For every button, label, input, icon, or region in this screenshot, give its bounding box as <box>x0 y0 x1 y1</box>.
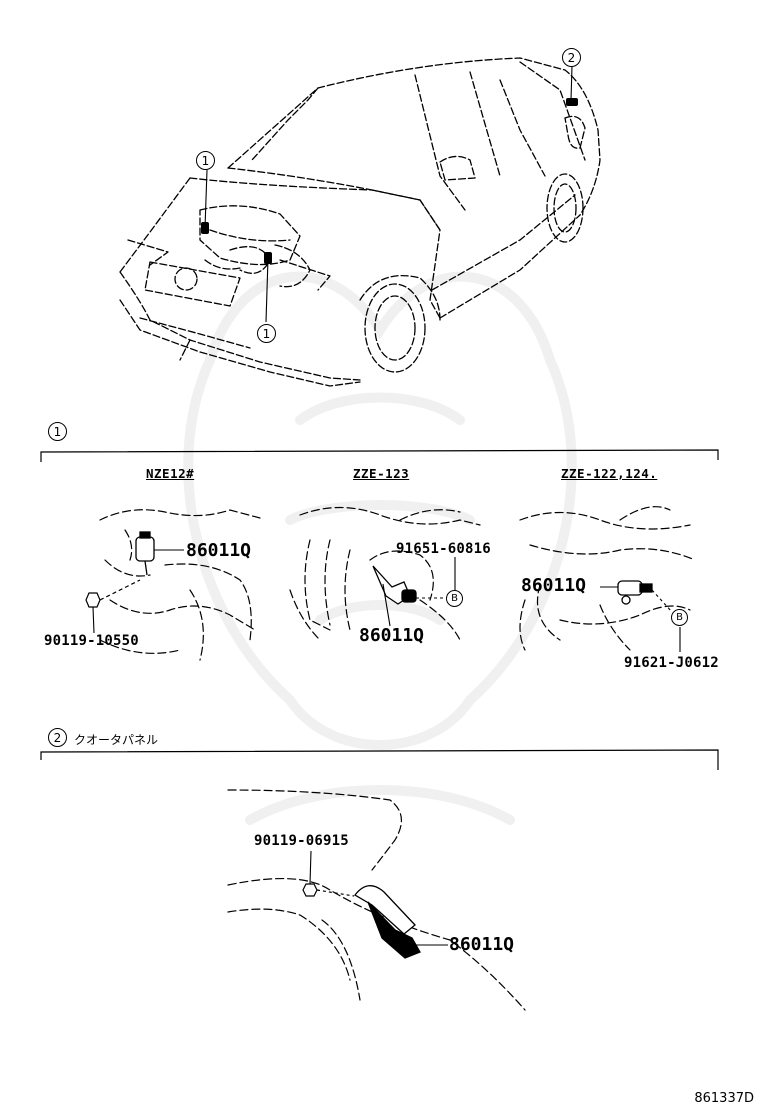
zze122-bolt-part-number: 91621-J0612 <box>624 655 719 671</box>
nze-sensor <box>135 531 155 576</box>
zze123-bolt-part-number: 91651-60816 <box>396 541 491 557</box>
variant-nze12: NZE12# <box>146 466 195 481</box>
watermark <box>183 271 577 825</box>
section1-number: 1 <box>48 422 67 441</box>
quarter-sensor <box>354 885 421 959</box>
quarter-sensor-part-number: 86011Q <box>449 934 515 955</box>
variant-zze123: ZZE-123 <box>353 466 410 481</box>
car-leaders <box>204 65 573 323</box>
nze-leaders <box>92 549 184 634</box>
zze122-bolt-callout-b: B <box>671 609 688 626</box>
variant-zze122-124: ZZE-122,124. <box>561 466 658 481</box>
nze-bolt <box>85 579 141 608</box>
zze122-sensor <box>617 580 653 605</box>
zze122-engine-sketch <box>519 506 696 651</box>
nze-engine-sketch <box>99 509 261 661</box>
zze123-engine-sketch <box>289 506 481 641</box>
callout-1-lower: 1 <box>257 324 276 343</box>
callout-1-top: 1 <box>196 151 215 170</box>
quarter-bolt-part-number: 90119-06915 <box>254 833 349 849</box>
nze-sensor-part-number: 86011Q <box>186 540 252 561</box>
zze123-sensor <box>372 565 417 605</box>
section1-frame <box>40 449 719 462</box>
section2-title: クオータパネル <box>74 733 159 747</box>
nze-bolt-part-number: 90119-10550 <box>44 633 139 649</box>
section2-number: 2 <box>48 728 67 747</box>
zze123-bolt-callout-b: B <box>446 590 463 607</box>
zze123-sensor-part-number: 86011Q <box>359 625 425 646</box>
callout-2-car: 2 <box>562 48 581 67</box>
section2-leaders <box>309 850 448 946</box>
zze122-bolt-callout <box>651 589 681 652</box>
zze122-sensor-part-number: 86011Q <box>521 575 587 596</box>
quarter-bolt <box>302 883 355 897</box>
quarter-panel-sketch <box>227 789 526 1011</box>
zze123-bolt-callout <box>416 557 456 599</box>
car-illustration <box>119 57 601 387</box>
section2-frame <box>40 749 719 770</box>
car-sensor-marks <box>201 98 578 264</box>
zze123-leaders <box>382 583 391 627</box>
diagram-code: 861337D <box>694 1091 754 1106</box>
